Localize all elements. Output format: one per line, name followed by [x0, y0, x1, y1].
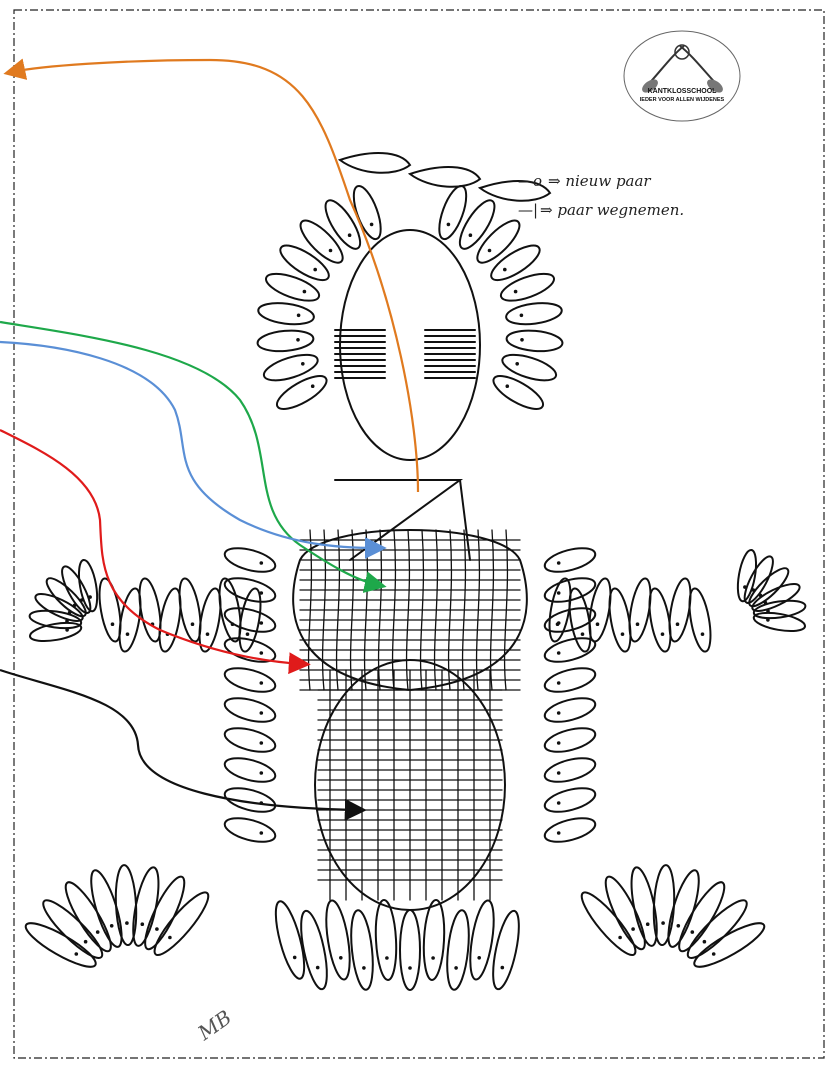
blue-arrow [0, 340, 387, 559]
red-arrow [0, 429, 311, 675]
lace-pattern-drawing [24, 152, 807, 991]
logo-school-name: KANTKLOSSCHOOL [647, 88, 717, 95]
legend-new-pair-text: ⇒ nieuw paar [548, 172, 651, 190]
legend-remove-pair-symbol: —| [518, 201, 539, 219]
legend-new-pair-symbol: —o [518, 172, 543, 190]
school-logo [623, 30, 741, 122]
legend-remove-pair-text: ⇒ paar wegnemen. [540, 201, 685, 219]
orange-arrow [3, 58, 420, 493]
black-arrow [0, 668, 367, 821]
page-border [13, 9, 825, 1059]
logo-motto: IEDER VOOR ALLEN WIJDENES [639, 97, 725, 103]
green-arrow [0, 320, 387, 593]
